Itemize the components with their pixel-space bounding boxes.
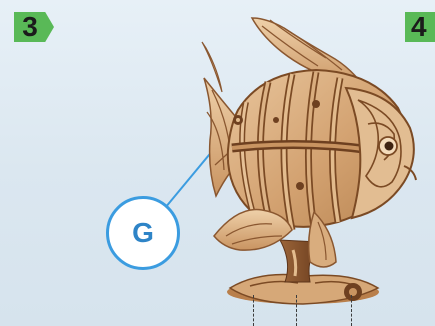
- dashed-guide-right: [351, 295, 352, 326]
- dashed-guide-left: [253, 295, 254, 326]
- pectoral-fins: [214, 210, 336, 267]
- callout-label: G: [132, 219, 154, 247]
- callout-g: G: [106, 196, 180, 270]
- part-g: [233, 115, 243, 125]
- dashed-guide-middle: [296, 295, 297, 326]
